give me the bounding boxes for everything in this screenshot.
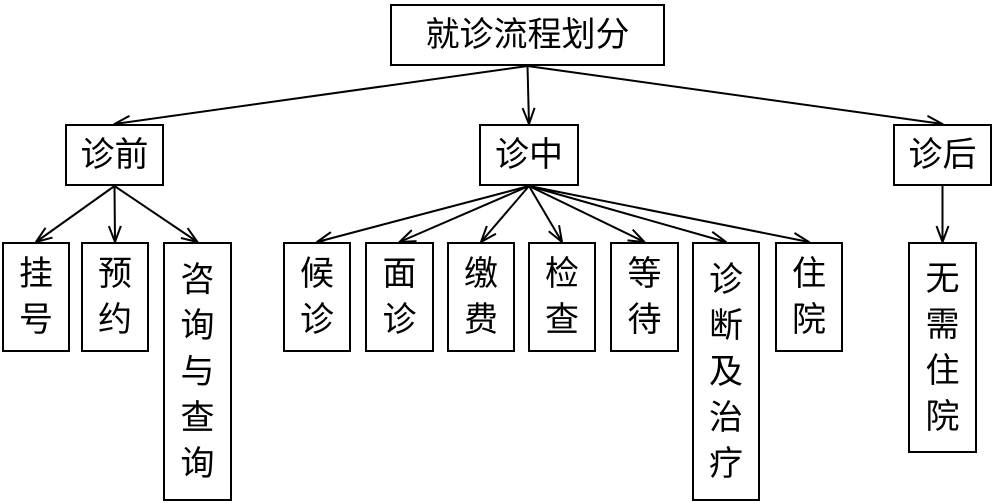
arrow-mid-to-exam bbox=[528, 185, 562, 242]
arrow-root-to-mid bbox=[528, 65, 530, 124]
step-node-pay: 缴费 bbox=[447, 242, 515, 352]
step-node-diagnose: 诊断及治疗 bbox=[692, 242, 760, 501]
arrow-mid-to-wait bbox=[317, 185, 530, 242]
arrow-root-to-post bbox=[527, 65, 943, 124]
step-node-register: 挂号 bbox=[2, 242, 70, 352]
step-node-register-label: 挂号 bbox=[19, 254, 53, 340]
arrow-mid-to-pay bbox=[481, 185, 530, 242]
step-node-no-hospital: 无需住院 bbox=[908, 242, 977, 453]
step-node-queue: 等待 bbox=[610, 242, 679, 352]
step-node-face: 面诊 bbox=[365, 242, 434, 352]
step-node-wait-label: 候诊 bbox=[300, 254, 334, 340]
arrow-pre-to-consult bbox=[113, 185, 198, 242]
arrow-mid-to-diagnose bbox=[528, 185, 726, 242]
stage-node-mid: 诊中 bbox=[479, 124, 579, 186]
arrow-mid-to-face bbox=[400, 185, 530, 242]
step-node-hospital: 住院 bbox=[775, 242, 843, 352]
root-node: 就诊流程划分 bbox=[390, 4, 665, 66]
root-node-label: 就诊流程划分 bbox=[425, 15, 630, 55]
step-node-pay-label: 缴费 bbox=[464, 254, 498, 340]
step-node-consult: 咨询与查询 bbox=[163, 242, 232, 501]
arrow-pre-to-appoint bbox=[115, 185, 116, 242]
arrow-mid-to-queue bbox=[528, 185, 645, 242]
step-node-hospital-label: 住院 bbox=[792, 254, 826, 340]
arrow-root-to-pre bbox=[115, 65, 528, 124]
step-node-exam-label: 检查 bbox=[545, 254, 579, 340]
step-node-diagnose-label: 诊断及治疗 bbox=[709, 259, 743, 484]
arrow-mid-to-hospital bbox=[528, 185, 809, 242]
stage-node-post-label: 诊后 bbox=[908, 135, 977, 175]
stage-node-pre-label: 诊前 bbox=[80, 135, 149, 175]
step-node-appoint-label: 预约 bbox=[98, 254, 132, 340]
step-node-face-label: 面诊 bbox=[382, 254, 417, 340]
arrow-pre-to-register bbox=[36, 185, 116, 242]
stage-node-post: 诊后 bbox=[893, 124, 992, 186]
stage-node-mid-label: 诊中 bbox=[495, 135, 563, 175]
step-node-no-hospital-label: 无需住院 bbox=[925, 258, 960, 437]
step-node-consult-label: 咨询与查询 bbox=[180, 259, 215, 484]
step-node-appoint: 预约 bbox=[81, 242, 149, 352]
step-node-queue-label: 等待 bbox=[627, 254, 662, 340]
step-node-wait: 候诊 bbox=[283, 242, 351, 352]
stage-node-pre: 诊前 bbox=[65, 124, 164, 186]
step-node-exam: 检查 bbox=[528, 242, 596, 352]
